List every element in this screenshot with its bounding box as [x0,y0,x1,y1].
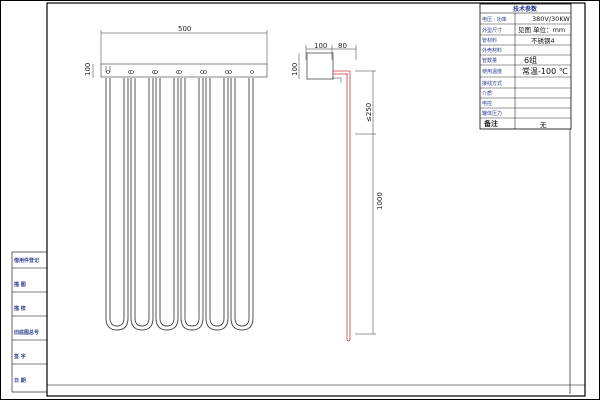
front-view: 500 100 [84,25,268,331]
heating-tube-6 [230,78,254,331]
spec-table: 技术参数 电压 · 功率 380V/30KW 外型尺寸 见图 单位：mm 管材料… [479,3,572,130]
heating-tube-3 [155,78,179,331]
side-width-b-label: 80 [338,42,347,50]
side-label-1: 描 图 [13,281,26,288]
spec-label-voltage: 电压 · 功率 [482,16,507,23]
side-width-a-label: 100 [314,42,327,50]
side-label-2: 描 校 [13,305,27,312]
flange-box [100,63,268,78]
heating-tube-1 [105,78,129,331]
spec-label-remark: 备注 [483,119,498,128]
drawing-frame [46,2,586,397]
side-view: 100 80 100 ≤250 1000 [291,42,384,342]
spec-label-tube-count: 管数量 [482,57,497,64]
heater-element-side [333,70,351,342]
spec-value-voltage: 380V/30KW [532,15,570,23]
side-height-label: 100 [291,63,299,76]
spec-label-medium: 介质 [482,90,492,97]
spec-value-temperature: 常温-100 ℃ [522,67,568,76]
side-label-block: 借用件登记 描 图 描 校 旧底图总号 签 字 日 期 [11,251,48,393]
spec-value-tube-count: 6组 [524,55,537,65]
side-label-0: 借用件登记 [13,257,39,264]
spec-label-temperature: 使用温度 [482,68,502,75]
side-label-5: 日 期 [14,377,26,384]
heating-tube-2 [130,78,154,331]
spec-label-wiring: 接线方式 [482,80,502,87]
side-label-3: 旧底图总号 [14,329,39,336]
spec-label-pressure: 罐体压力 [482,110,502,117]
spec-label-shell-material: 外壳材料 [482,47,502,54]
spec-table-title: 技术参数 [513,5,538,13]
tube-length-label: 1000 [376,192,384,210]
spec-label-control: 电控 [482,100,492,107]
spec-label-size: 外型尺寸 [482,27,502,34]
upper-length-label: ≤250 [365,103,373,122]
heating-tube-4 [180,78,204,331]
junction-box [306,52,334,80]
side-label-4: 签 字 [13,353,26,360]
spec-value-size: 见图 单位：mm [518,25,565,34]
spec-label-tube-material: 管材料 [482,37,497,44]
width-dimension-label: 500 [178,25,191,33]
terminal-pins [105,66,254,74]
spec-value-remark: 无 [540,121,547,129]
flange-height-label: 100 [84,63,92,76]
heating-tubes [105,78,254,331]
heating-tube-5 [205,78,229,331]
spec-value-tube-material: 不锈钢4 [531,36,555,45]
